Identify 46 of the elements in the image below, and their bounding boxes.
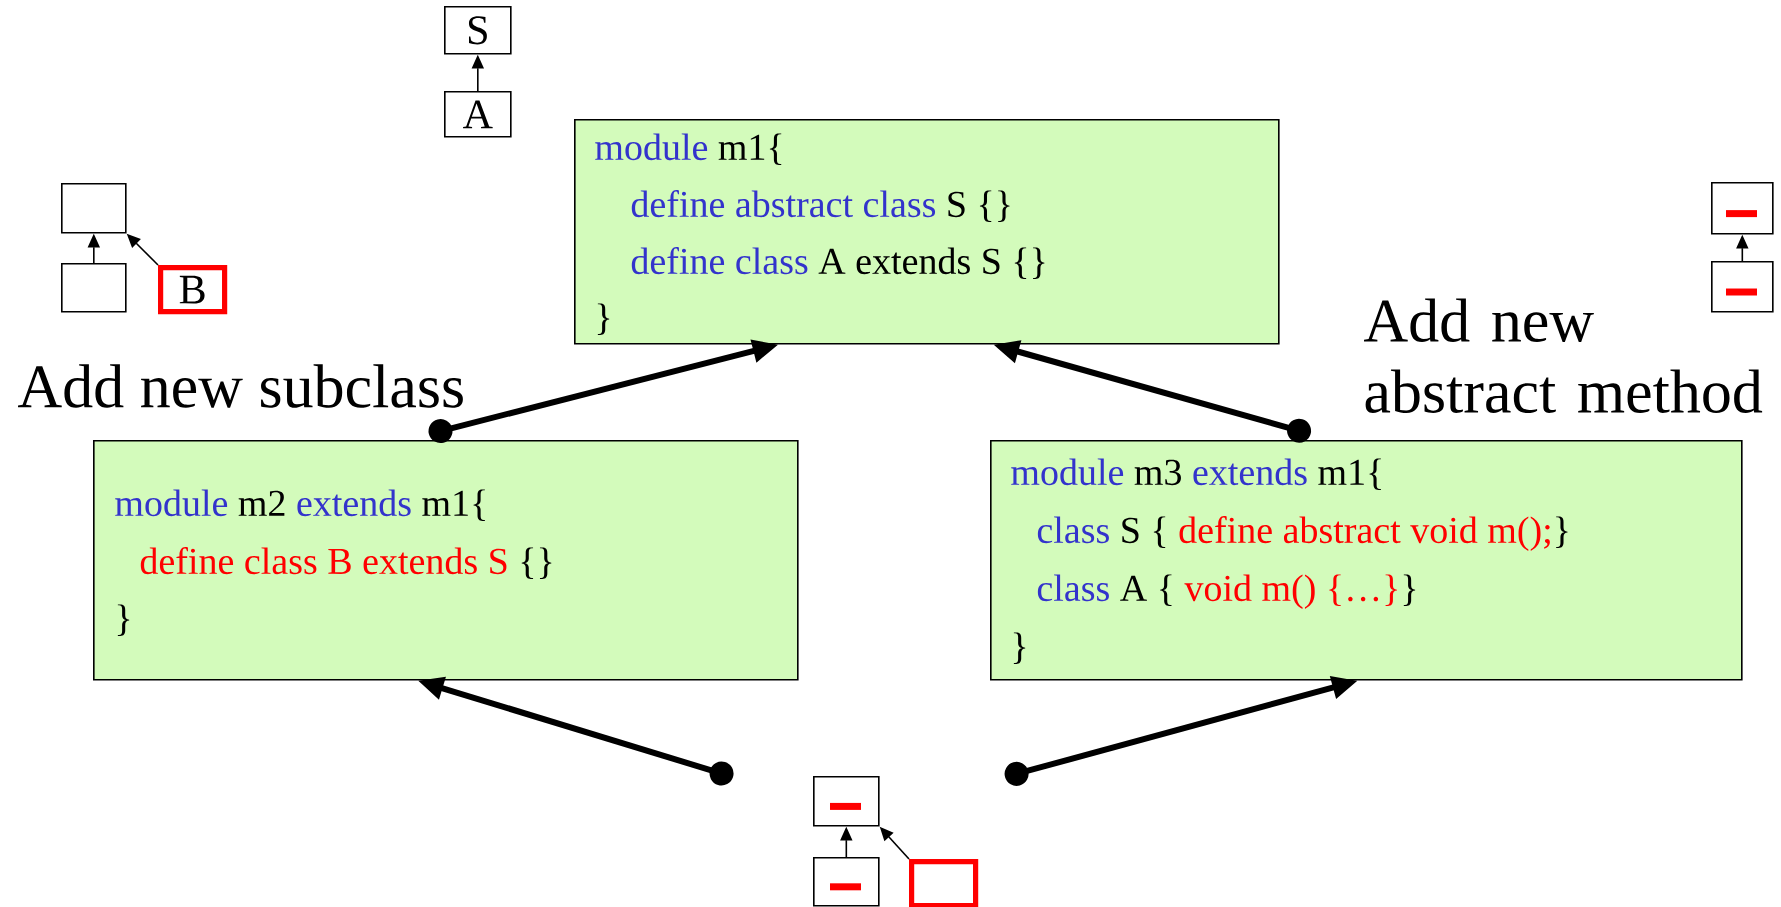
annotation: Add new abstract method [1364, 298, 1763, 413]
class-box [61, 183, 127, 234]
node-label: m2 [238, 490, 285, 516]
node-label: class [1037, 574, 1109, 602]
node-label: m1{ [422, 489, 485, 521]
class-box [1711, 261, 1774, 313]
new-class-box: B [158, 265, 228, 315]
code-line: class S { define abstract void m(); } [1037, 516, 1568, 551]
class-box [61, 263, 127, 313]
code-line: define abstract class S {} [631, 190, 1010, 222]
code-box [574, 119, 1280, 345]
code-line: } [1013, 632, 1026, 664]
code-line: module m3 extends m1{ [1011, 458, 1381, 490]
abstract-method-bar [1726, 288, 1757, 296]
annotation: Add new subclass [18, 364, 463, 408]
class-box [813, 857, 880, 907]
code-line: module m2 extends m1{ [115, 489, 485, 521]
code-box [990, 440, 1743, 681]
node-label: extends [1193, 458, 1307, 486]
node-label: S { [1122, 516, 1166, 548]
code-line: define class A extends S {} [631, 247, 1045, 279]
node-label: module [115, 489, 228, 517]
code-line: define class B extends S {} [140, 547, 552, 579]
new-class-box [909, 859, 979, 907]
code-line: } [597, 303, 610, 335]
class-box [813, 776, 880, 827]
node-label: module [1011, 458, 1124, 486]
node-label: define abstract void m(); [1179, 516, 1550, 551]
code-line: } [117, 604, 130, 636]
class-box: S [444, 6, 512, 55]
node-label: m1{ [1318, 458, 1381, 490]
class-box [1711, 182, 1774, 235]
code-box [93, 440, 799, 681]
node-label: class [1037, 516, 1109, 544]
node-label: } [1556, 516, 1568, 548]
code-line: class A { void m() {…} } [1037, 574, 1416, 609]
abstract-method-bar [1726, 210, 1757, 218]
node-label: void m() {…} [1184, 574, 1397, 609]
node-label: A { [1120, 574, 1172, 606]
class-box: A [444, 91, 512, 138]
code-line: module m1{ [595, 133, 782, 165]
node-label: m3 [1134, 459, 1181, 486]
abstract-method-bar [830, 802, 861, 810]
node-label: } [1403, 574, 1416, 606]
node-label: extends [297, 489, 411, 517]
abstract-method-bar [830, 883, 861, 891]
